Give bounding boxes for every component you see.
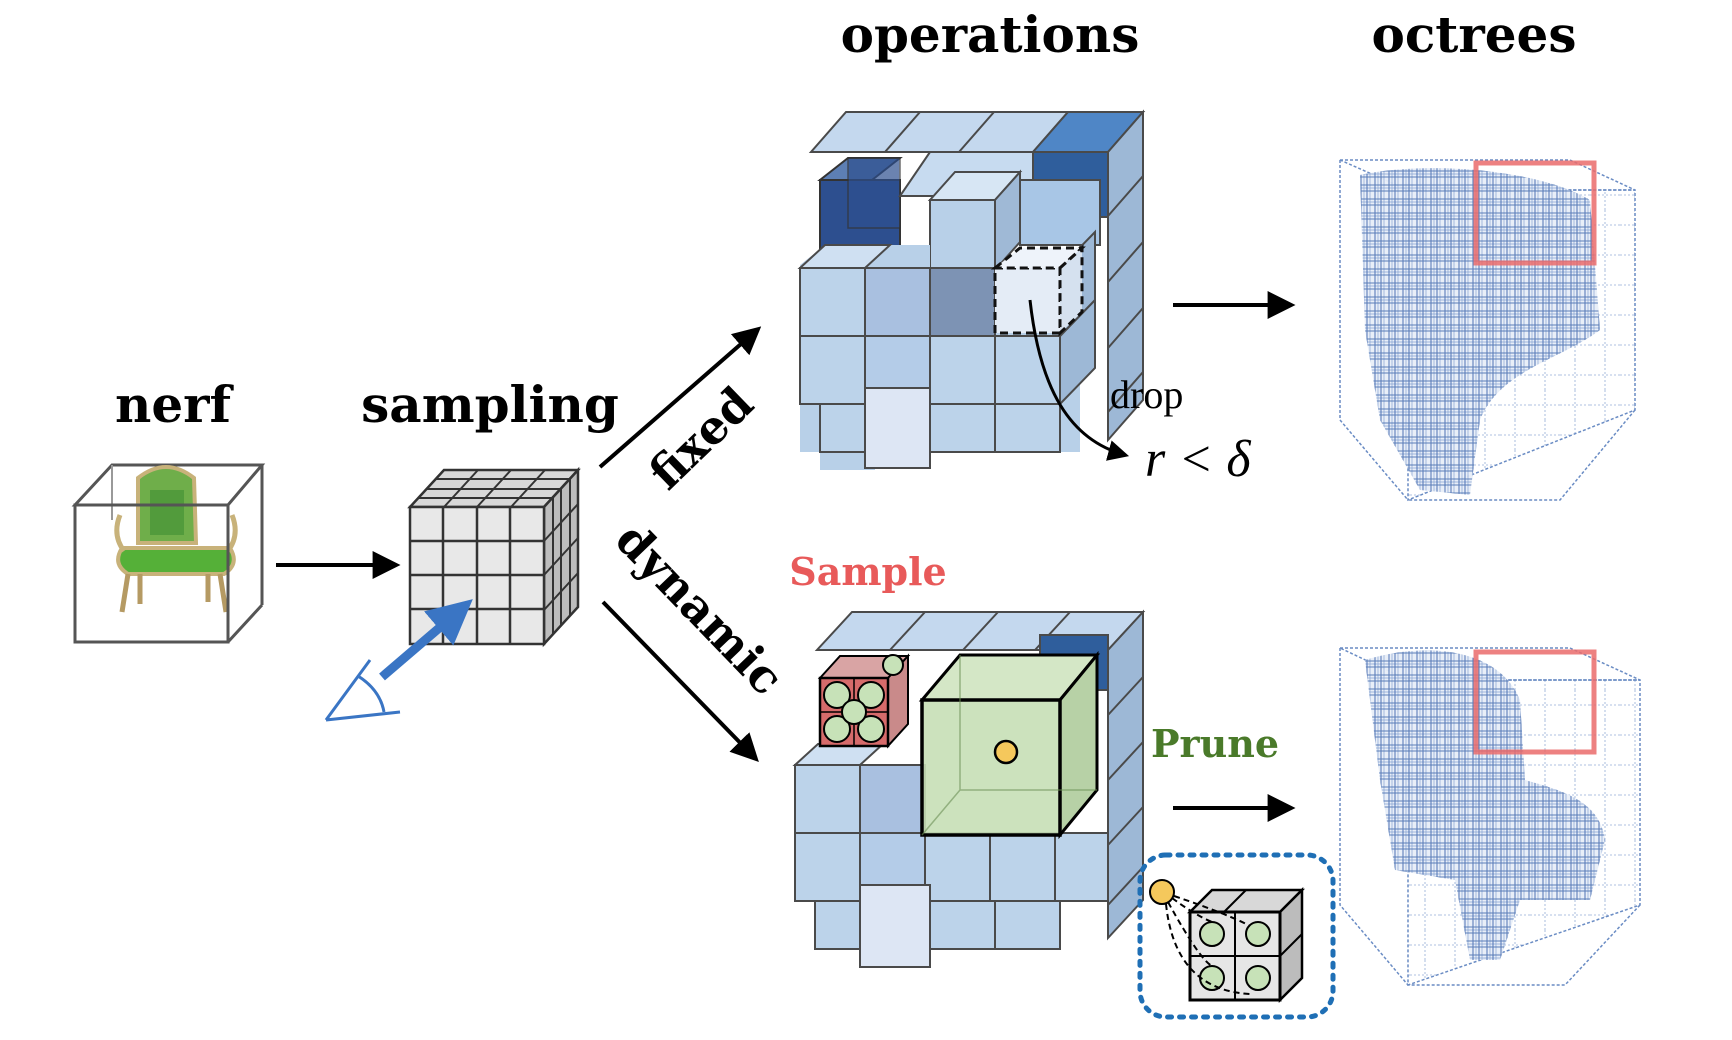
sampling-grid-cube bbox=[407, 466, 581, 648]
sampled-cell bbox=[817, 653, 911, 749]
drop-arrow bbox=[1028, 299, 1130, 461]
highlight-box bbox=[1473, 649, 1597, 755]
highlight-box bbox=[1473, 160, 1597, 266]
nerf-cube bbox=[71, 463, 266, 644]
label-dynamic: dynamic bbox=[605, 512, 794, 705]
dynamic-operations-cube bbox=[792, 609, 1146, 968]
dropped-cell bbox=[990, 244, 1086, 337]
fixed-operations-cube bbox=[797, 109, 1146, 470]
label-threshold: r < δ bbox=[1145, 431, 1251, 488]
label-drop: drop bbox=[1110, 372, 1183, 417]
eye-icon bbox=[324, 599, 473, 722]
prune-inset bbox=[1137, 852, 1336, 1020]
merged-green-cell bbox=[918, 650, 1101, 840]
label-prune: Prune bbox=[1151, 721, 1279, 766]
label-sample: Sample bbox=[789, 549, 946, 594]
title-nerf: nerf bbox=[115, 375, 235, 434]
title-octrees: octrees bbox=[1371, 5, 1576, 64]
octree-fixed bbox=[1339, 159, 1636, 502]
arrow-dynamic-branch bbox=[601, 600, 759, 763]
arrow-fixed-branch bbox=[598, 326, 762, 469]
title-operations: operations bbox=[841, 5, 1140, 64]
label-fixed: fixed bbox=[638, 376, 763, 500]
chair-thumbnail bbox=[114, 465, 238, 613]
title-sampling: sampling bbox=[361, 375, 619, 434]
octree-dynamic bbox=[1339, 647, 1641, 987]
